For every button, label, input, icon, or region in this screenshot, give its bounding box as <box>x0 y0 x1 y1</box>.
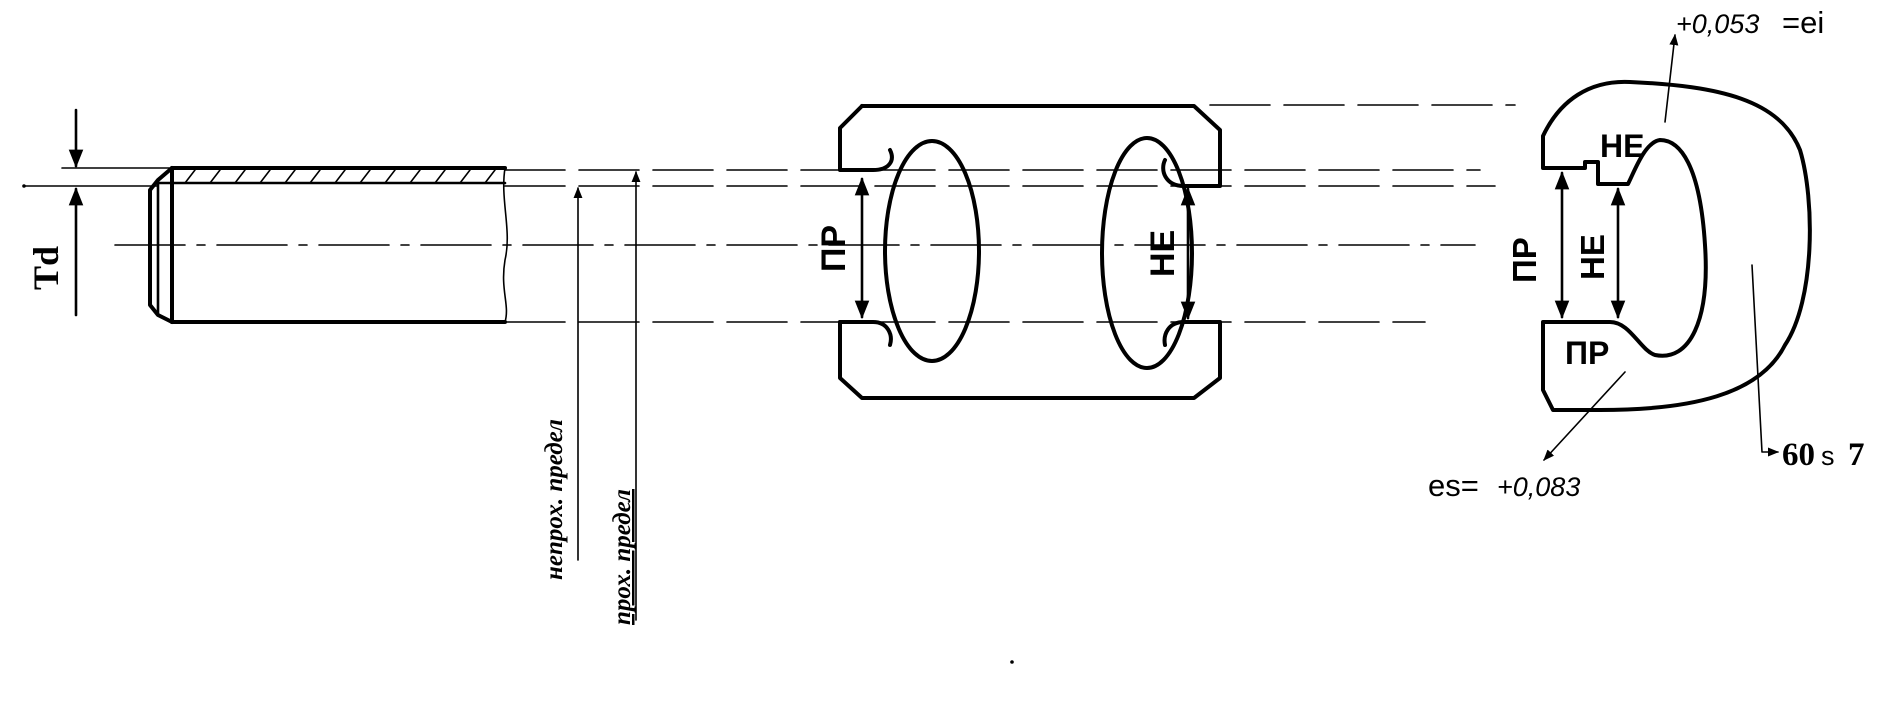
shaft <box>148 166 509 324</box>
stray-dot-left <box>22 184 26 188</box>
ei-leader <box>1664 33 1679 123</box>
gauge2-go-bottom-label: ПР <box>1565 335 1609 371</box>
size-leader <box>1751 264 1780 457</box>
double-snap-gauge: ПР НЕ <box>815 104 1222 400</box>
gauge2-nogo-top-label: НЕ <box>1600 128 1644 164</box>
es-value-label: +0,083 <box>1497 472 1580 502</box>
td-dimension: Td <box>24 108 173 317</box>
size-grade-label: 7 <box>1848 437 1865 473</box>
tolerance-hatching <box>184 169 496 184</box>
limit-leaders: непрох. предел прох. предел <box>541 170 641 625</box>
td-label: Td <box>26 246 66 290</box>
gauge1-bottom-left-corner <box>838 320 893 347</box>
gauge1-top-body-left <box>838 104 894 172</box>
size-fit-label: s <box>1821 441 1835 471</box>
nonpass-limit-label: непрох. предел <box>541 419 568 580</box>
size-main-label: 60 <box>1782 437 1815 473</box>
shaft-end <box>148 166 174 324</box>
single-snap-gauge: ПР НЕ НЕ ПР +0,053 =ei es= +0,083 60 s 7 <box>1428 5 1865 503</box>
gauge2-nogo-vertical-label: НЕ <box>1574 234 1611 280</box>
gauge2-body <box>1541 79 1812 412</box>
stray-dot <box>1010 660 1014 664</box>
es-symbol-label: es= <box>1428 468 1479 503</box>
ei-symbol-label: =ei <box>1782 5 1824 40</box>
gauge1-nogo-label: НЕ <box>1144 230 1182 277</box>
gauge2-go-vertical-label: ПР <box>1506 237 1543 283</box>
projection-lines <box>504 104 1516 323</box>
gauge1-go-cutout <box>883 139 981 363</box>
gauge1-go-label: ПР <box>815 225 853 272</box>
pass-limit-label: прох. предел <box>609 489 636 625</box>
shaft-break-line <box>502 167 509 323</box>
ei-value-label: +0,053 <box>1676 9 1759 39</box>
gauge1-bottom-body <box>838 320 1222 400</box>
es-leader <box>1543 371 1626 461</box>
gauge1-top-body-right <box>860 104 1222 188</box>
